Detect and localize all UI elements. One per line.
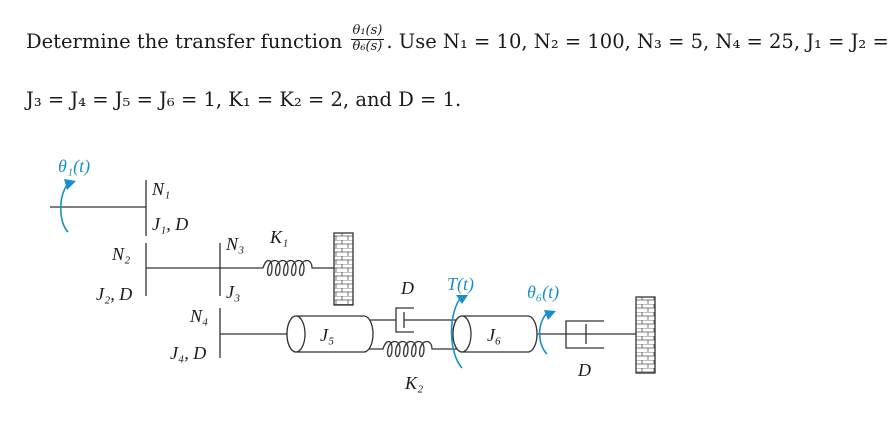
spring-K2	[367, 340, 460, 358]
label-T: T(t)	[447, 274, 474, 295]
label-D-top: D	[400, 278, 414, 298]
inertia-J6	[452, 315, 538, 353]
label-J5: J₅	[320, 325, 334, 345]
label-K2: K₂	[404, 373, 423, 393]
fraction-numerator: θ₁(s)	[350, 23, 385, 40]
wall-right	[635, 296, 656, 374]
problem-parameters-1: . Use N₁ = 10, N₂ = 100, N₃ = 5, N₄ = 25…	[386, 29, 889, 53]
spring-K1	[262, 259, 334, 277]
label-N2: N₂	[111, 244, 130, 264]
damper-D-right	[565, 320, 604, 349]
label-J2D: J₂, D	[96, 284, 132, 304]
label-theta6: θ₆(t)	[527, 282, 559, 303]
label-K1: K₁	[269, 227, 288, 247]
arrow-heads	[64, 179, 556, 320]
label-N4: N₄	[189, 306, 208, 326]
torque-arrow-icon	[450, 295, 463, 369]
problem-prefix: Determine the transfer function	[26, 29, 343, 53]
damper-D-top	[395, 307, 414, 333]
label-D-right: D	[577, 360, 591, 380]
wall-left	[333, 232, 354, 306]
problem-line-2: J₃ = J₄ = J₅ = J₆ = 1, K₁ = K₂ = 2, and …	[26, 88, 462, 111]
theta6-arrow-icon	[538, 311, 549, 355]
diagram-labels: θ₁(t) N₁ J₁, D N₂ J₂, D N₃ K₁ J₃ N₄ J₄, …	[58, 156, 591, 393]
fraction-denominator: θ₆(s)	[352, 38, 383, 54]
label-N3: N₃	[225, 234, 244, 254]
label-J6: J₆	[487, 325, 501, 345]
transfer-function-fraction: θ₁(s) θ₆(s)	[350, 23, 385, 55]
inertia-J5	[286, 315, 374, 353]
label-J4D: J₄, D	[170, 343, 206, 363]
label-theta1: θ₁(t)	[58, 156, 90, 177]
problem-line-1: Determine the transfer function θ₁(s) θ₆…	[26, 23, 889, 58]
label-J3: J₃	[226, 282, 240, 302]
label-N1: N₁	[151, 179, 170, 199]
label-J1D: J₁, D	[152, 214, 188, 234]
gear-train-diagram: θ₁(t) N₁ J₁, D N₂ J₂, D N₃ K₁ J₃ N₄ J₄, …	[50, 156, 656, 393]
